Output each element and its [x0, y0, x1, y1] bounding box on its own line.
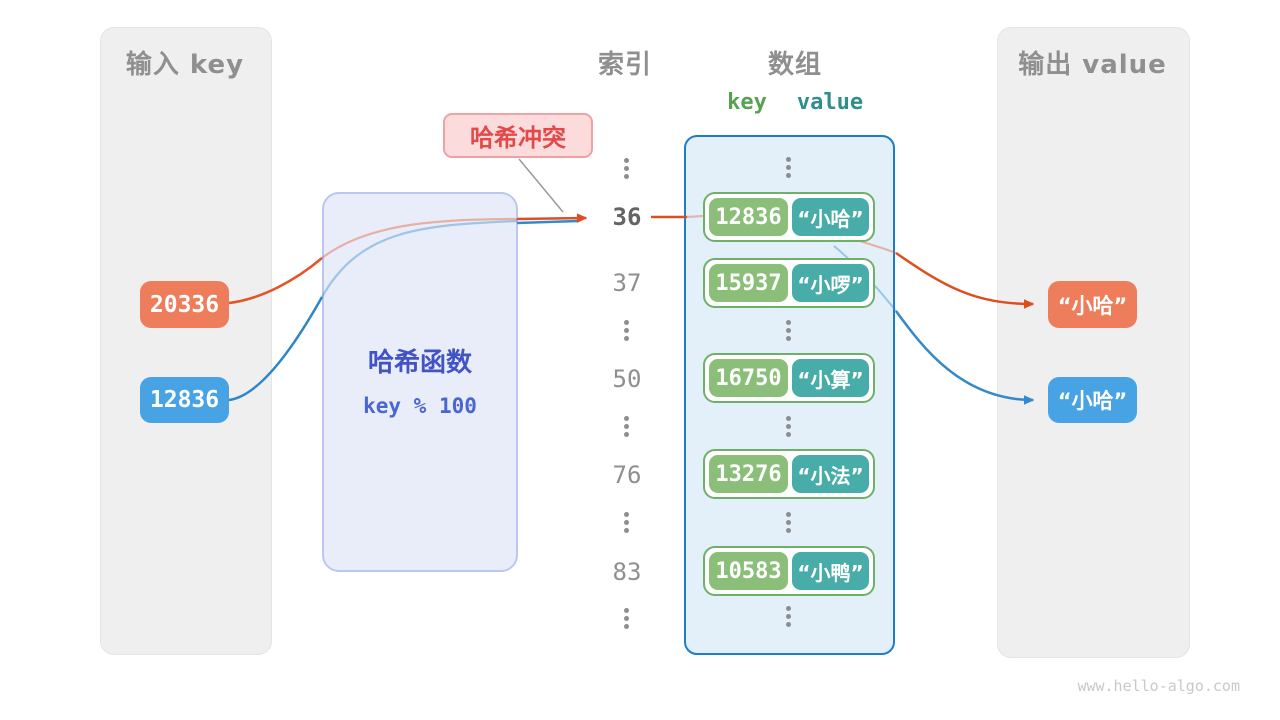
- input-key-20336: 20336: [140, 281, 229, 328]
- bucket-key: 15937: [709, 264, 788, 302]
- bucket-row-50: 16750 “小算”: [703, 353, 875, 403]
- watermark: www.hello-algo.com: [1077, 677, 1240, 695]
- index-83: 83: [612, 558, 642, 586]
- bucket-row-76: 13276 “小法”: [703, 449, 875, 499]
- index-37: 37: [612, 269, 642, 297]
- vertical-ellipsis-icon: [786, 416, 791, 421]
- output-value-blue: “小哈”: [1048, 377, 1137, 423]
- output-panel: [997, 27, 1190, 658]
- index-column-title: 索引: [597, 50, 652, 80]
- line-collision-pointer: [518, 158, 564, 213]
- bucket-key: 16750: [709, 359, 788, 397]
- vertical-ellipsis-icon: [786, 157, 791, 162]
- index-36: 36: [612, 203, 642, 231]
- bucket-key: 13276: [709, 455, 788, 493]
- line-hash-to-index36-blue: [516, 219, 579, 225]
- input-key-12836: 12836: [140, 377, 229, 423]
- value-header: value: [796, 90, 864, 115]
- bucket-row-83: 10583 “小鸭”: [703, 546, 875, 596]
- index-50: 50: [612, 365, 642, 393]
- index-76: 76: [612, 461, 642, 489]
- vertical-ellipsis-icon: [624, 158, 629, 163]
- output-panel-title: 输出 value: [1018, 50, 1167, 80]
- hash-function-box: 哈希函数 key % 100: [322, 192, 518, 572]
- vertical-ellipsis-icon: [624, 512, 629, 517]
- vertical-ellipsis-icon: [786, 512, 791, 517]
- hash-collision-label: 哈希冲突: [443, 113, 593, 158]
- vertical-ellipsis-icon: [786, 320, 791, 325]
- bucket-row-37: 15937 “小啰”: [703, 258, 875, 308]
- bucket-value: “小算”: [792, 359, 869, 397]
- bucket-value: “小鸭”: [792, 552, 869, 590]
- hash-function-formula: key % 100: [363, 394, 477, 418]
- hash-function-title: 哈希函数: [367, 348, 472, 378]
- bucket-value: “小啰”: [792, 264, 869, 302]
- arrow-hash-to-index36: [516, 213, 588, 223]
- key-header: key: [727, 90, 767, 115]
- bucket-key: 12836: [709, 198, 788, 236]
- vertical-ellipsis-icon: [624, 608, 629, 613]
- bucket-key: 10583: [709, 552, 788, 590]
- bucket-value: “小法”: [792, 455, 869, 493]
- vertical-ellipsis-icon: [624, 320, 629, 325]
- bucket-value: “小哈”: [792, 198, 869, 236]
- vertical-ellipsis-icon: [624, 416, 629, 421]
- array-column-title: 数组: [767, 50, 822, 80]
- vertical-ellipsis-icon: [786, 606, 791, 611]
- input-panel-title: 输入 key: [125, 50, 245, 80]
- output-value-orange: “小哈”: [1048, 281, 1137, 328]
- input-panel: [100, 27, 272, 655]
- bucket-row-36: 12836 “小哈”: [703, 192, 875, 242]
